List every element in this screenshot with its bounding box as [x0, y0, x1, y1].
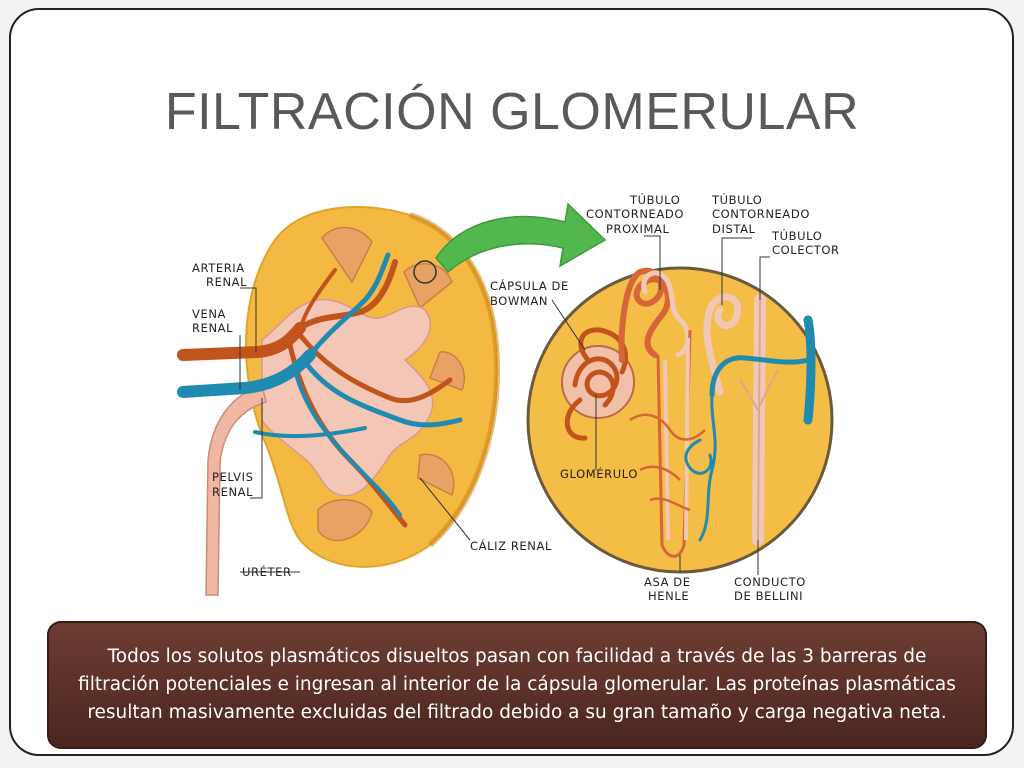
label-asa-henle-2: HENLE [648, 589, 689, 603]
label-conducto-bellini-1: CONDUCTO [734, 575, 806, 589]
label-tubulo-proximal-2: CONTORNEADO [586, 207, 684, 221]
nephron-magnified [526, 266, 834, 574]
label-ureter: URÉTER [242, 564, 292, 579]
label-tubulo-colector-1: TÚBULO [771, 228, 822, 243]
label-caliz-renal: CÁLIZ RENAL [470, 538, 552, 553]
label-conducto-bellini-2: DE BELLINI [734, 589, 803, 603]
caption-box: Todos los solutos plasmáticos disueltos … [47, 621, 987, 749]
label-tubulo-proximal-3: PROXIMAL [606, 222, 670, 236]
label-tubulo-proximal-1: TÚBULO [629, 192, 680, 207]
label-capsula-bowman-2: BOWMAN [490, 294, 548, 308]
label-capsula-bowman-1: CÁPSULA DE [490, 278, 569, 293]
zoom-arrow [435, 202, 607, 274]
label-tubulo-distal-2: CONTORNEADO [712, 207, 810, 221]
kidney-illustration [177, 206, 500, 596]
caption-text: Todos los solutos plasmáticos disueltos … [78, 646, 956, 723]
label-pelvis-renal-1: PELVIS [212, 470, 254, 484]
label-tubulo-distal-1: TÚBULO [711, 192, 762, 207]
slide-title: FILTRACIÓN GLOMERULAR [164, 83, 860, 141]
label-arteria-renal-1: ARTERIA [192, 261, 245, 275]
leader-lines [239, 235, 770, 575]
label-tubulo-distal-3: DISTAL [712, 222, 756, 236]
label-glomerulo: GLOMÉRULO [560, 466, 638, 481]
label-vena-renal-2: RENAL [192, 321, 233, 335]
label-tubulo-colector-2: COLECTOR [772, 243, 840, 257]
label-vena-renal-1: VENA [192, 307, 226, 321]
label-arteria-renal-2: RENAL [206, 275, 247, 289]
kidney-nephron-diagram: ARTERIA RENAL VENA RENAL PELVIS RENAL UR… [177, 192, 840, 603]
label-pelvis-renal-2: RENAL [212, 485, 253, 499]
label-asa-henle-1: ASA DE [644, 575, 691, 589]
